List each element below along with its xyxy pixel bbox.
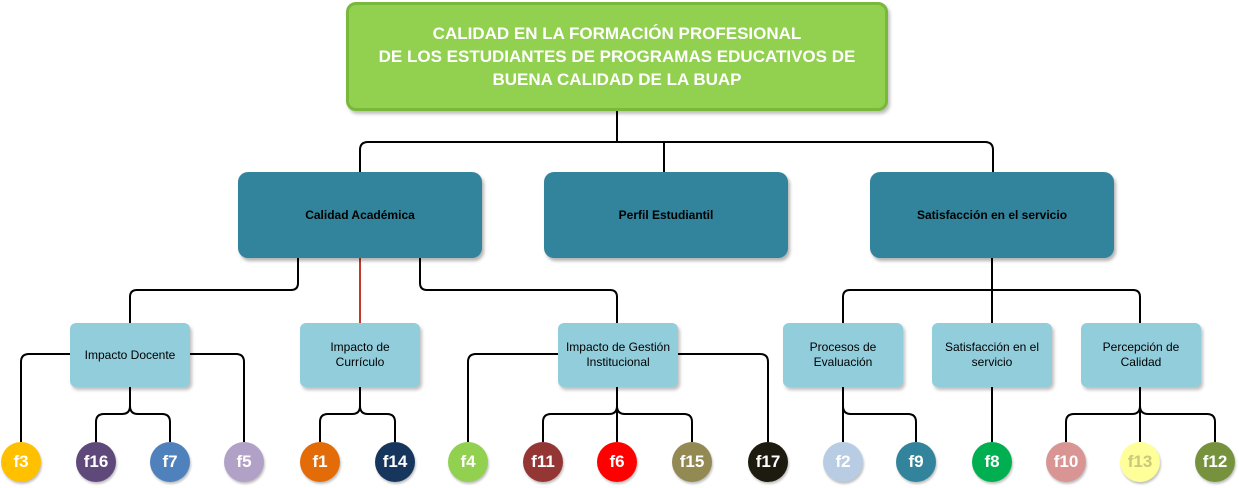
subcategory-procesos-evaluacion: Procesos de Evaluación — [783, 323, 903, 387]
leaf-f15: f15 — [672, 442, 712, 482]
leaf-f8: f8 — [972, 442, 1012, 482]
subcategory-impacto-gestion: Impacto de Gestión Institucional — [558, 323, 678, 387]
leaf-label: f2 — [835, 452, 851, 471]
leaf-label: f16 — [83, 452, 109, 471]
leaf-label: f5 — [236, 452, 252, 471]
category-satisfaccion-servicio: Satisfacción en el servicio — [870, 172, 1114, 258]
subcategory-satisfaccion-servicio: Satisfacción en el servicio — [932, 323, 1052, 387]
leaf-f14: f14 — [375, 442, 415, 482]
leaf-f9: f9 — [896, 442, 936, 482]
leaf-f16: f16 — [76, 442, 116, 482]
subcategory-label: Impacto de Gestión Institucional — [565, 340, 671, 369]
diagram-title: CALIDAD EN LA FORMACIÓN PROFESIONAL DE L… — [346, 2, 888, 111]
subcategory-label: Percepción de Calidad — [1102, 340, 1180, 369]
category-perfil-estudiantil: Perfil Estudiantil — [544, 172, 788, 258]
leaf-label: f7 — [162, 452, 178, 471]
category-calidad-academica: Calidad Académica — [238, 172, 482, 258]
subcategory-percepcion-calidad: Percepción de Calidad — [1081, 323, 1201, 387]
leaf-f6: f6 — [597, 442, 637, 482]
subcategory-label: Procesos de Evaluación — [809, 340, 877, 369]
leaf-label: f9 — [908, 452, 924, 471]
leaf-f11: f11 — [523, 442, 563, 482]
subcategory-label: Impacto Docente — [84, 347, 176, 362]
leaf-f7: f7 — [150, 442, 190, 482]
leaf-f1: f1 — [300, 442, 340, 482]
leaf-label: f10 — [1053, 452, 1079, 471]
leaf-label: f6 — [609, 452, 625, 471]
leaf-f10: f10 — [1046, 442, 1086, 482]
leaf-label: f4 — [460, 452, 476, 471]
leaf-label: f3 — [13, 452, 29, 471]
category-label: Satisfacción en el servicio — [916, 208, 1068, 222]
leaf-label: f8 — [984, 452, 1000, 471]
leaf-f5: f5 — [224, 442, 264, 482]
leaf-label: f15 — [679, 452, 705, 471]
subcategory-impacto-curriculo: Impacto de Currículo — [300, 323, 420, 387]
subcategory-label: Impacto de Currículo — [330, 340, 390, 369]
leaf-f13: f13 — [1120, 442, 1160, 482]
leaf-f17: f17 — [748, 442, 788, 482]
leaf-label: f11 — [531, 452, 555, 471]
category-label: Perfil Estudiantil — [618, 208, 714, 222]
leaf-label: f13 — [1127, 452, 1153, 471]
category-label: Calidad Académica — [305, 208, 415, 222]
leaf-f12: f12 — [1195, 442, 1235, 482]
leaf-label: f12 — [1202, 452, 1228, 471]
leaf-label: f17 — [755, 452, 781, 471]
leaf-f4: f4 — [448, 442, 488, 482]
leaf-label: f14 — [382, 452, 408, 471]
subcategory-impacto-docente: Impacto Docente — [70, 323, 190, 387]
leaf-label: f1 — [312, 452, 328, 471]
subcategory-label: Satisfacción en el servicio — [944, 340, 1040, 369]
leaf-f2: f2 — [823, 442, 863, 482]
leaf-f3: f3 — [1, 442, 41, 482]
diagram-title-text: CALIDAD EN LA FORMACIÓN PROFESIONAL DE L… — [378, 24, 856, 89]
